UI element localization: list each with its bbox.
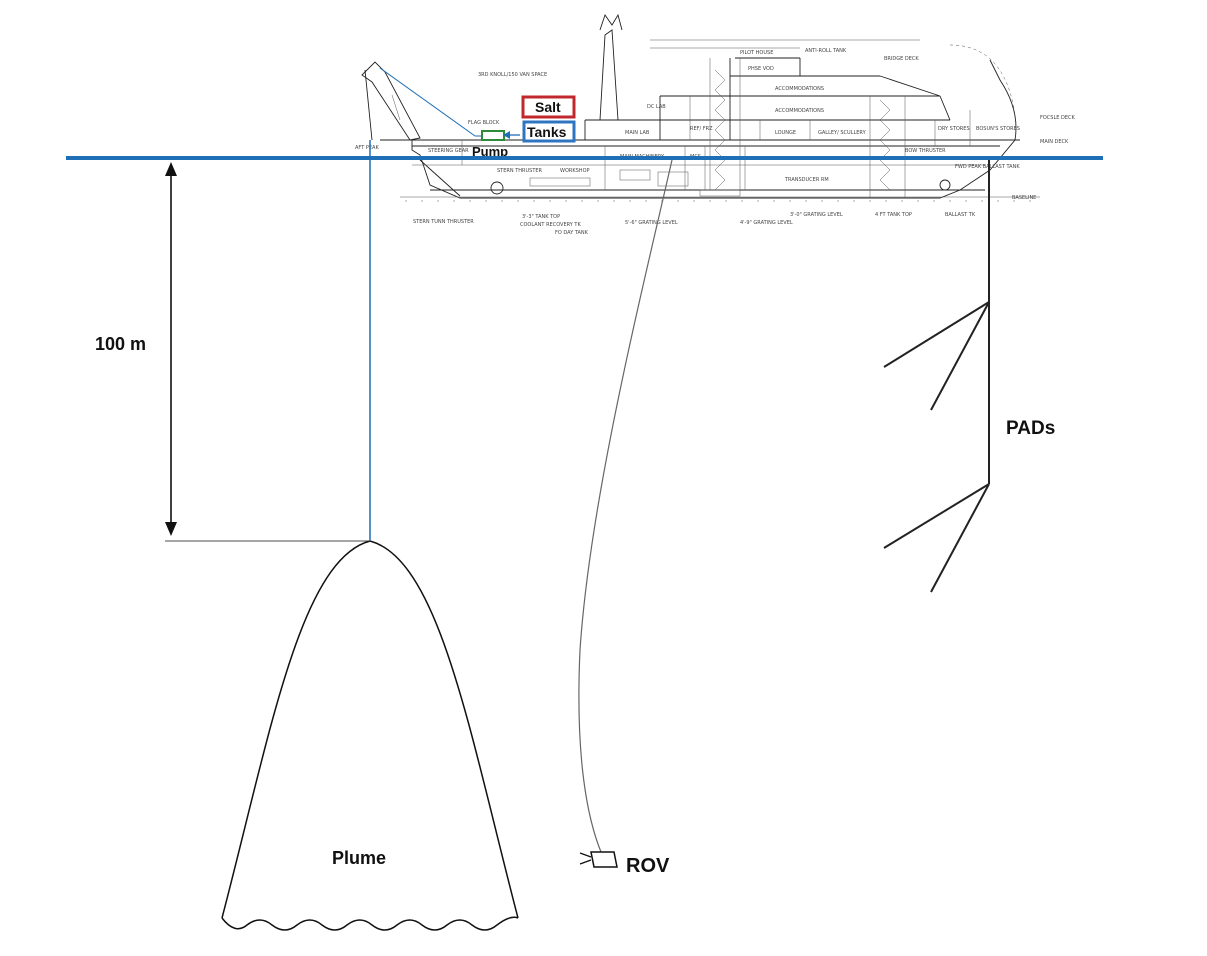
ballast-label: BALLAST TK [945,212,976,218]
pad-arm-4 [930,483,990,593]
knoll-label: 3RD KNOLL/150 VAN SPACE [478,72,547,78]
ship-profile: PILOT HOUSE ANTI-ROLL TANK PHSE VOD ACCO… [355,13,1076,236]
pads-label: PADs [1006,418,1055,439]
tanks-label: Tanks [527,124,567,140]
ref-frz-label: REF/ FRZ [690,126,713,132]
rov-label: ROV [626,855,670,877]
lounge-label: LOUNGE [775,130,796,136]
grating-label-3: 5'-6" GRATING LEVEL [625,220,678,226]
pump-box [481,130,505,141]
rov-body [590,851,618,868]
depth-scale: 100 m [95,162,370,542]
galley-label: GALLEY/ SCULLERY [818,130,867,136]
grating-label-1: 3'-0" GRATING LEVEL [790,212,843,218]
pad-arm-1 [883,301,990,368]
a-frame-crane [361,61,421,141]
accommodations-label-1: ACCOMMODATIONS [775,86,824,92]
pads-mooring: PADs [883,160,1055,593]
workshop-label: WORKSHOP [560,168,590,174]
dry-stores-label: DRY STORES [938,126,970,132]
tanks-box [522,120,576,143]
pump-label: Pump [472,144,508,159]
fwd-peak-label: FWD PEAK BALLAST TANK [955,164,1020,170]
tank-top-label-2: 3'-3" TANK TOP [522,214,560,220]
main-deck-label: MAIN DECK [1040,139,1069,145]
pilot-house-label: PILOT HOUSE [740,50,773,56]
tank-top-label-1: 4 FT TANK TOP [875,212,912,218]
flag-block-label: FLAG BLOCK [468,120,500,126]
plume-label: Plume [332,848,386,868]
flow-arrow [503,131,510,139]
crane-hose [379,67,482,137]
aft-peak-label: AFT PEAK [355,145,379,151]
coolant-label: COOLANT RECOVERY TK [520,222,581,228]
anti-roll-label: ANTI-ROLL TANK [805,48,847,54]
steering-label: STEERING GEAR [428,148,469,154]
phse-vod-label: PHSE VOD [748,66,774,72]
stern-tunn-label: STERN TUNN THRUSTER [413,219,474,225]
stern-thruster-label: STERN THRUSTER [497,168,543,174]
rov-camera-icon [579,852,592,865]
plume: Plume [221,540,519,931]
main-lab-label: MAIN LAB [625,130,650,136]
pad-arm-3 [883,483,990,549]
depth-label: 100 m [95,334,146,354]
bow-thruster-label: BOW THRUSTER [905,148,946,154]
accommodations-label-2: ACCOMMODATIONS [775,108,824,114]
baseline-label: BASELINE [1012,195,1036,201]
focsle-deck-label: FOCSLE DECK [1040,115,1076,121]
dc-lab-label: DC LAB [647,104,666,110]
rov: ROV [578,159,673,877]
salt-label: Salt [535,99,561,115]
bridge-deck-label: BRIDGE DECK [884,56,919,62]
salt-box [521,95,576,119]
fo-day-label: FO DAY TANK [555,230,589,236]
bosuns-stores-label: BOSUN'S STORES [976,126,1020,132]
pad-arm-2 [930,301,990,411]
transducer-label: TRANSDUCER RM [784,177,829,183]
grating-label-2: 4'-9" GRATING LEVEL [740,220,793,226]
sampling-system: Salt Tanks Pump [369,67,576,540]
rov-tether [578,159,673,853]
